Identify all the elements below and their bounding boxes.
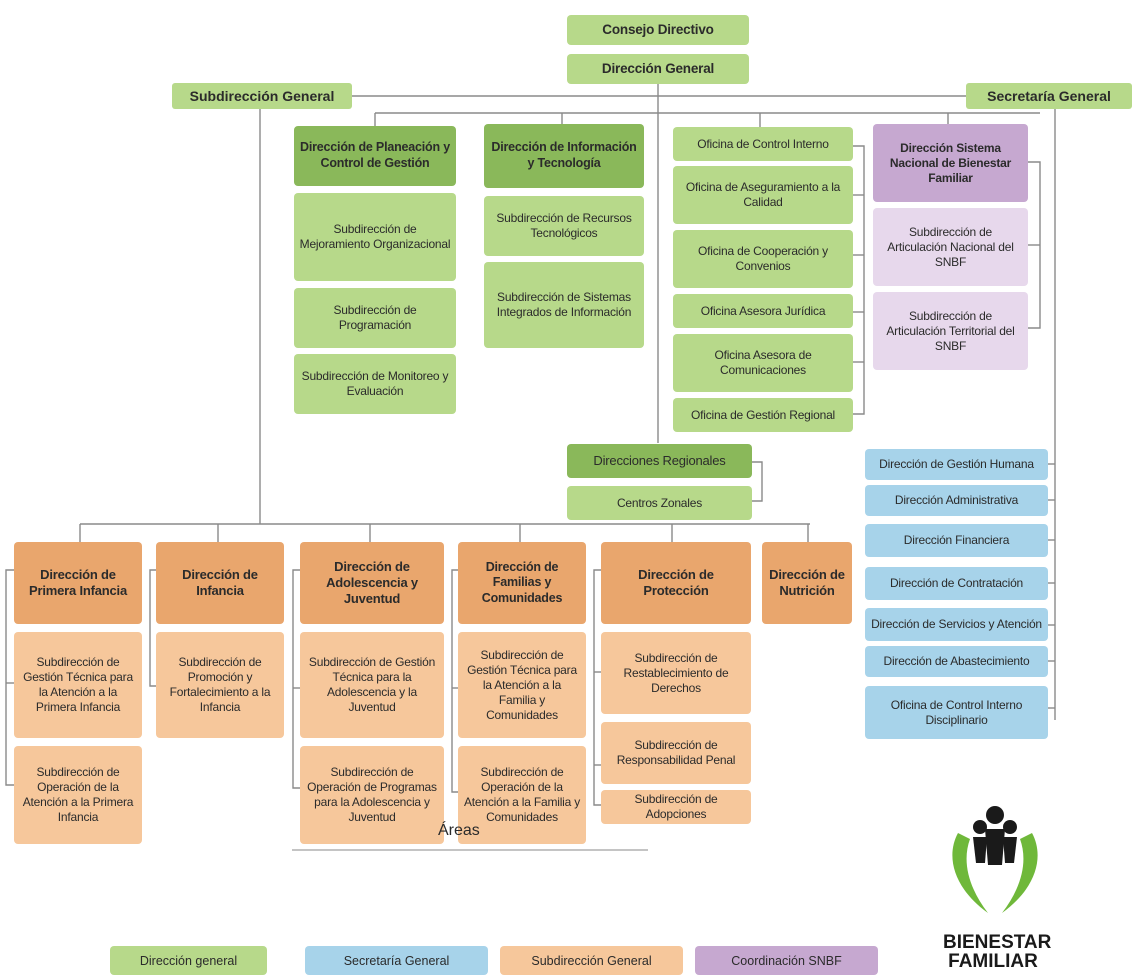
secretaria-item-3: Dirección Financiera	[865, 524, 1048, 557]
infancia-sub-1: Subdirección de Promoción y Fortalecimie…	[156, 632, 284, 738]
dir-infancia: Dirección de Infancia	[156, 542, 284, 624]
primera-infancia-sub-1: Subdirección de Gestión Técnica para la …	[14, 632, 142, 738]
secretaria-item-7: Oficina de Control Interno Disciplinario	[865, 686, 1048, 739]
dir-proteccion: Dirección de Protección	[601, 542, 751, 624]
subdireccion-general: Subdirección General	[172, 83, 352, 109]
planeacion-sub-2: Subdirección de Programación	[294, 288, 456, 348]
oficina-6: Oficina de Gestión Regional	[673, 398, 853, 432]
secretaria-item-5: Dirección de Servicios y Atención	[865, 608, 1048, 641]
informacion-sub-2: Subdirección de Sistemas Integrados de I…	[484, 262, 644, 348]
direccion-general: Dirección General	[567, 54, 749, 84]
proteccion-sub-2: Subdirección de Responsabilidad Penal	[601, 722, 751, 784]
familias-sub-2: Subdirección de Operación de la Atención…	[458, 746, 586, 844]
logo-line-2: FAMILIAR	[948, 951, 1038, 972]
dir-primera-infancia: Dirección de Primera Infancia	[14, 542, 142, 624]
oficina-3: Oficina de Cooperación y Convenios	[673, 230, 853, 288]
oficina-4: Oficina Asesora Jurídica	[673, 294, 853, 328]
secretaria-general: Secretaría General	[966, 83, 1132, 109]
direccion-snbf: Dirección Sistema Nacional de Bienestar …	[873, 124, 1028, 202]
legend-coordinacion-snbf: Coordinación SNBF	[695, 946, 878, 975]
legend-subdireccion-general: Subdirección General	[500, 946, 683, 975]
informacion-sub-1: Subdirección de Recursos Tecnológicos	[484, 196, 644, 256]
direccion-planeacion: Dirección de Planeación y Control de Ges…	[294, 126, 456, 186]
primera-infancia-sub-2: Subdirección de Operación de la Atención…	[14, 746, 142, 844]
dir-nutricion: Dirección de Nutrición	[762, 542, 852, 624]
proteccion-sub-3: Subdirección de Adopciones	[601, 790, 751, 824]
secretaria-item-1: Dirección de Gestión Humana	[865, 449, 1048, 480]
familias-sub-1: Subdirección de Gestión Técnica para la …	[458, 632, 586, 738]
legend-secretaria-general: Secretaría General	[305, 946, 488, 975]
direccion-informacion: Dirección de Información y Tecnología	[484, 124, 644, 188]
planeacion-sub-3: Subdirección de Monitoreo y Evaluación	[294, 354, 456, 414]
bienestar-logo-icon	[952, 806, 1038, 913]
dir-adolescencia: Dirección de Adolescencia y Juventud	[300, 542, 444, 624]
proteccion-sub-1: Subdirección de Restablecimiento de Dere…	[601, 632, 751, 714]
consejo-directivo: Consejo Directivo	[567, 15, 749, 45]
snbf-sub-2: Subdirección de Articulación Territorial…	[873, 292, 1028, 370]
oficina-5: Oficina Asesora de Comunicaciones	[673, 334, 853, 392]
planeacion-sub-1: Subdirección de Mejoramiento Organizacio…	[294, 193, 456, 281]
oficina-2: Oficina de Aseguramiento a la Calidad	[673, 166, 853, 224]
logo-line-1: BIENESTAR	[943, 932, 1052, 953]
dir-familias: Dirección de Familias y Comunidades	[458, 542, 586, 624]
adolescencia-sub-1: Subdirección de Gestión Técnica para la …	[300, 632, 444, 738]
adolescencia-sub-2: Subdirección de Operación de Programas p…	[300, 746, 444, 844]
oficina-1: Oficina de Control Interno	[673, 127, 853, 161]
snbf-sub-1: Subdirección de Articulación Nacional de…	[873, 208, 1028, 286]
centros-zonales: Centros Zonales	[567, 486, 752, 520]
secretaria-item-6: Dirección de Abastecimiento	[865, 646, 1048, 677]
legend-title: Áreas	[438, 822, 480, 839]
direcciones-regionales: Direcciones Regionales	[567, 444, 752, 478]
logo-wordmark: BIENESTAR FAMILIAR	[943, 932, 1052, 972]
legend-direccion-general: Dirección general	[110, 946, 267, 975]
secretaria-item-2: Dirección Administrativa	[865, 485, 1048, 516]
secretaria-item-4: Dirección de Contratación	[865, 567, 1048, 600]
